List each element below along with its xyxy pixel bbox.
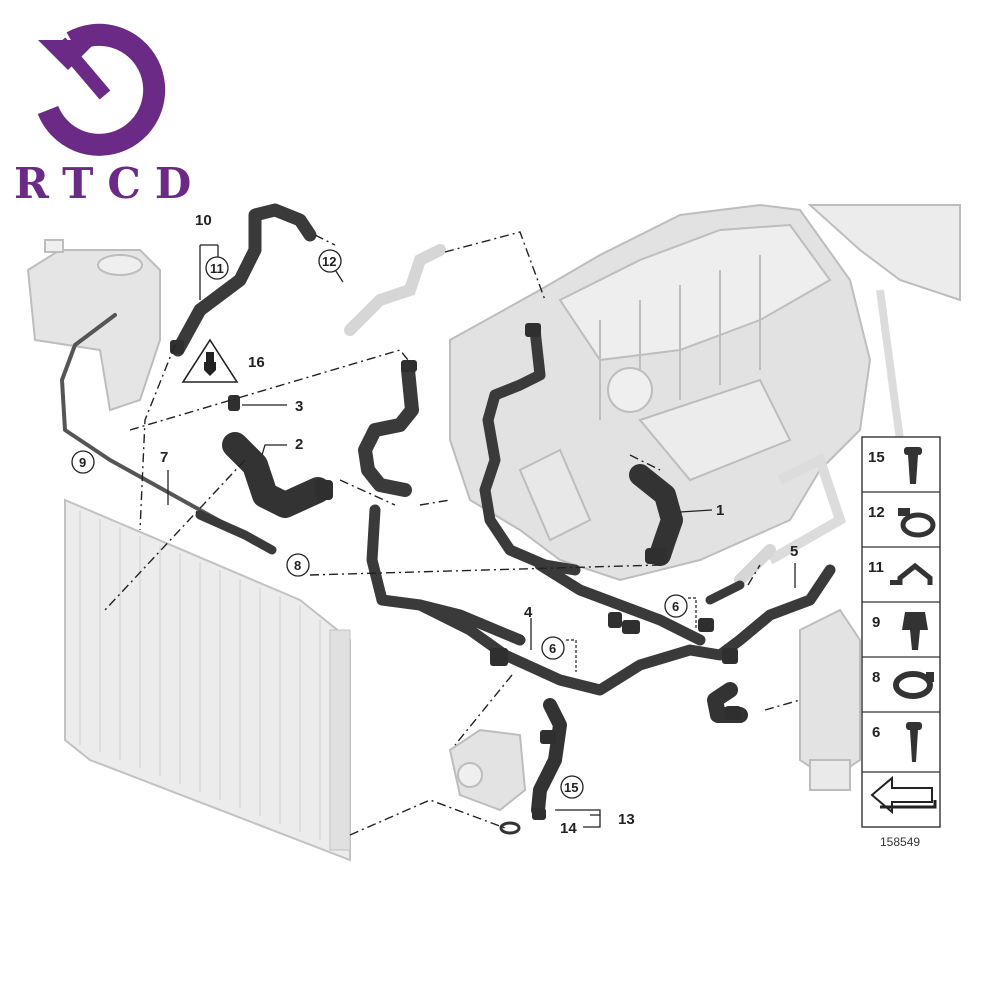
callout-5: 5 bbox=[790, 543, 798, 560]
callout-11: 11 bbox=[210, 261, 224, 276]
leader-lines bbox=[104, 231, 801, 836]
expansion-rivet-icon bbox=[902, 612, 928, 650]
callout-6a: 6 bbox=[549, 641, 556, 656]
callout-labels: 10 11 12 16 3 2 7 9 8 1 5 4 6 6 15 14 13 bbox=[71, 212, 798, 837]
legend-item-6: 6 bbox=[872, 724, 880, 741]
radiator bbox=[64, 498, 351, 862]
engine-block bbox=[449, 203, 961, 582]
refresh-arrow-icon bbox=[37, 23, 166, 156]
ghost-pipe bbox=[344, 244, 776, 586]
screw-icon-6 bbox=[906, 722, 922, 762]
clamp-icon bbox=[898, 508, 936, 538]
callout-leaders bbox=[167, 244, 796, 828]
callout-8: 8 bbox=[294, 558, 301, 573]
hose-upper bbox=[358, 363, 419, 497]
hose-1 bbox=[629, 464, 683, 566]
callout-2: 2 bbox=[295, 436, 303, 453]
o-ring bbox=[499, 821, 521, 835]
clip-icon bbox=[890, 562, 933, 585]
hose-13 bbox=[531, 698, 567, 817]
callout-3: 3 bbox=[295, 398, 303, 415]
direction-arrow-icon bbox=[870, 775, 937, 815]
legend-item-8: 8 bbox=[872, 669, 880, 686]
callout-1: 1 bbox=[716, 502, 724, 519]
callout-6b: 6 bbox=[672, 599, 679, 614]
hose-2 bbox=[222, 432, 331, 518]
pipe-4 bbox=[366, 504, 836, 696]
warning-icon bbox=[181, 338, 239, 383]
water-pump bbox=[448, 728, 527, 812]
hose-connectors bbox=[170, 323, 741, 820]
callout-4: 4 bbox=[524, 604, 533, 621]
catalog-number: 158549 bbox=[880, 835, 920, 849]
legend-item-11: 11 bbox=[868, 559, 884, 576]
callout-7: 7 bbox=[160, 449, 168, 466]
hose-10 bbox=[171, 203, 317, 357]
expansion-tank bbox=[26, 239, 161, 412]
legend-item-15: 15 bbox=[868, 449, 885, 466]
hose-clamp-icon bbox=[893, 671, 934, 699]
callout-12: 12 bbox=[322, 254, 336, 269]
legend-item-12: 12 bbox=[868, 504, 885, 521]
callout-10: 10 bbox=[195, 212, 212, 229]
callout-9: 9 bbox=[79, 455, 86, 470]
rtcd-logo: RTCD bbox=[14, 23, 205, 208]
callout-16: 16 bbox=[248, 354, 265, 371]
legend-item-9: 9 bbox=[872, 614, 880, 631]
callout-13: 13 bbox=[618, 811, 635, 828]
screw-icon bbox=[904, 447, 922, 484]
legend-panel: 15 12 11 9 8 6 bbox=[861, 436, 941, 828]
aux-pump bbox=[799, 608, 861, 791]
hose-engine bbox=[479, 324, 581, 576]
callout-14: 14 bbox=[560, 820, 577, 837]
callout-15: 15 bbox=[564, 780, 578, 795]
logo-text: RTCD bbox=[14, 159, 205, 208]
